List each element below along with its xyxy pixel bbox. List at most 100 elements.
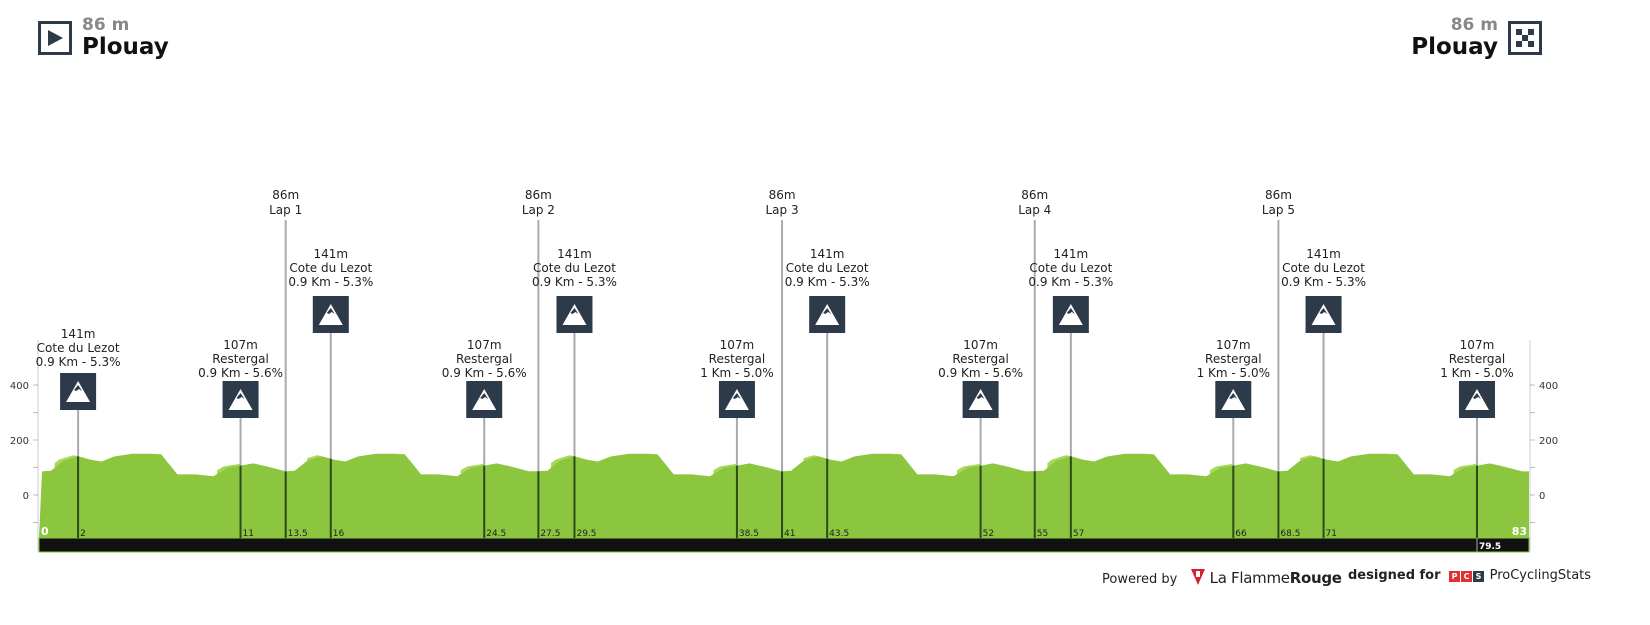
mountain-icon-snow <box>1229 393 1238 399</box>
mountain-icon-snow <box>236 393 245 399</box>
climb-name: Cote du Lezot <box>786 261 869 275</box>
climb-info: 1 Km - 5.0% <box>1197 366 1270 380</box>
mountain-icon <box>466 381 503 418</box>
climb-info: 0.9 Km - 5.3% <box>36 355 121 369</box>
finish-header: 86 m Plouay <box>1411 16 1542 60</box>
lap-altitude: 86m <box>272 188 299 202</box>
mountain-icon-snow <box>570 308 579 314</box>
climb-altitude: 107m <box>1216 338 1251 352</box>
mountain-icon <box>1052 296 1089 333</box>
finish-altitude: 86 m <box>1450 15 1498 35</box>
mountain-icon-peak <box>1058 304 1083 325</box>
mountain-icon <box>718 381 755 418</box>
mountain-icon-snow <box>1319 308 1328 314</box>
km-label: 24.5 <box>486 529 506 539</box>
km-label: 38.5 <box>739 529 759 539</box>
climb-info: 0.9 Km - 5.3% <box>1281 275 1366 289</box>
mountain-icon <box>60 373 97 410</box>
y-tick-label-left: 400 <box>10 381 29 392</box>
mountain-icon-snow <box>1066 308 1075 314</box>
climb-info: 0.9 Km - 5.6% <box>198 366 283 380</box>
climb-info: 0.9 Km - 5.3% <box>785 275 870 289</box>
climb-altitude: 141m <box>1054 247 1089 261</box>
y-tick-label-right: 0 <box>1539 491 1545 502</box>
y-tick-label-right: 200 <box>1539 436 1558 447</box>
climb-name: Cote du Lezot <box>289 261 372 275</box>
km-label: 71 <box>1326 529 1337 539</box>
mountain-icon-peak <box>724 389 749 410</box>
km-label: 68.5 <box>1280 529 1300 539</box>
mountain-icon <box>809 296 846 333</box>
lap-altitude: 86m <box>1021 188 1048 202</box>
climb-info: 1 Km - 5.0% <box>1440 366 1513 380</box>
mountain-icon <box>1215 381 1252 418</box>
climb-name: Restergal <box>952 352 1009 366</box>
climb-info: 1 Km - 5.0% <box>700 366 773 380</box>
mountain-icon-peak <box>562 304 587 325</box>
pcs-name: ProCyclingStats <box>1489 568 1592 583</box>
mountain-icon-peak <box>228 389 253 410</box>
mountain-icon-snow <box>74 385 83 391</box>
mountain-icon <box>222 381 259 418</box>
km-label: 13.5 <box>288 529 308 539</box>
km-label: 79.5 <box>1479 542 1501 552</box>
mountain-icon-peak <box>66 381 91 402</box>
start-city: Plouay <box>82 34 169 60</box>
brand-la-flamme: La Flamme <box>1209 569 1290 587</box>
climb-altitude: 107m <box>223 338 258 352</box>
start-header: 86 m Plouay <box>38 16 169 60</box>
powered-by: Powered by La FlammeRouge <box>1102 568 1342 590</box>
climb-altitude: 107m <box>720 338 755 352</box>
lap-altitude: 86m <box>769 188 796 202</box>
mountain-icon <box>556 296 593 333</box>
mountain-icon <box>1458 381 1495 418</box>
mountain-icon-peak <box>1464 389 1489 410</box>
mountain-icon-peak <box>1311 304 1336 325</box>
mountain-icon <box>1305 296 1342 333</box>
powered-by-label: Powered by <box>1102 572 1178 587</box>
start-altitude: 86 m <box>82 15 130 35</box>
pcs-logo-c: C <box>1461 571 1473 582</box>
brand-rouge: Rouge <box>1289 569 1342 587</box>
climb-name: Restergal <box>456 352 513 366</box>
mountain-icon-peak <box>815 304 840 325</box>
km-label: 16 <box>333 529 345 539</box>
y-tick-label-left: 0 <box>23 491 29 502</box>
climb-altitude: 107m <box>963 338 998 352</box>
climb-altitude: 107m <box>1460 338 1495 352</box>
mountain-icon-snow <box>480 393 489 399</box>
climb-info: 0.9 Km - 5.6% <box>938 366 1023 380</box>
pcs-logo-p: P <box>1449 571 1461 582</box>
pcs-logo-s: S <box>1473 571 1485 582</box>
mountain-icon-snow <box>823 308 832 314</box>
mountain-icon-snow <box>732 393 741 399</box>
mountain-icon-peak <box>968 389 993 410</box>
climb-altitude: 141m <box>810 247 845 261</box>
y-tick-label-left: 200 <box>10 436 29 447</box>
climb-name: Restergal <box>212 352 269 366</box>
mountain-icon-peak <box>472 389 497 410</box>
mountain-icon-snow <box>1472 393 1481 399</box>
climb-altitude: 141m <box>314 247 349 261</box>
climb-altitude: 107m <box>467 338 502 352</box>
climb-name: Cote du Lezot <box>37 341 120 355</box>
km-label-start: 0 <box>41 525 49 538</box>
climb-altitude: 141m <box>61 327 96 341</box>
km-label: 55 <box>1037 529 1048 539</box>
km-label: 43.5 <box>829 529 849 539</box>
lap-label: Lap 5 <box>1262 203 1295 217</box>
climb-info: 0.9 Km - 5.3% <box>288 275 373 289</box>
climb-altitude: 141m <box>557 247 592 261</box>
mountain-icon <box>312 296 349 333</box>
climb-info: 0.9 Km - 5.3% <box>532 275 617 289</box>
finish-city: Plouay <box>1411 34 1498 60</box>
designed-for-label: designed for <box>1348 568 1441 583</box>
mountain-icon-snow <box>326 308 335 314</box>
km-label: 57 <box>1073 529 1084 539</box>
climb-altitude: 141m <box>1306 247 1341 261</box>
mountain-icon-snow <box>976 393 985 399</box>
distance-bar <box>38 537 1530 553</box>
lap-label: Lap 4 <box>1018 203 1051 217</box>
